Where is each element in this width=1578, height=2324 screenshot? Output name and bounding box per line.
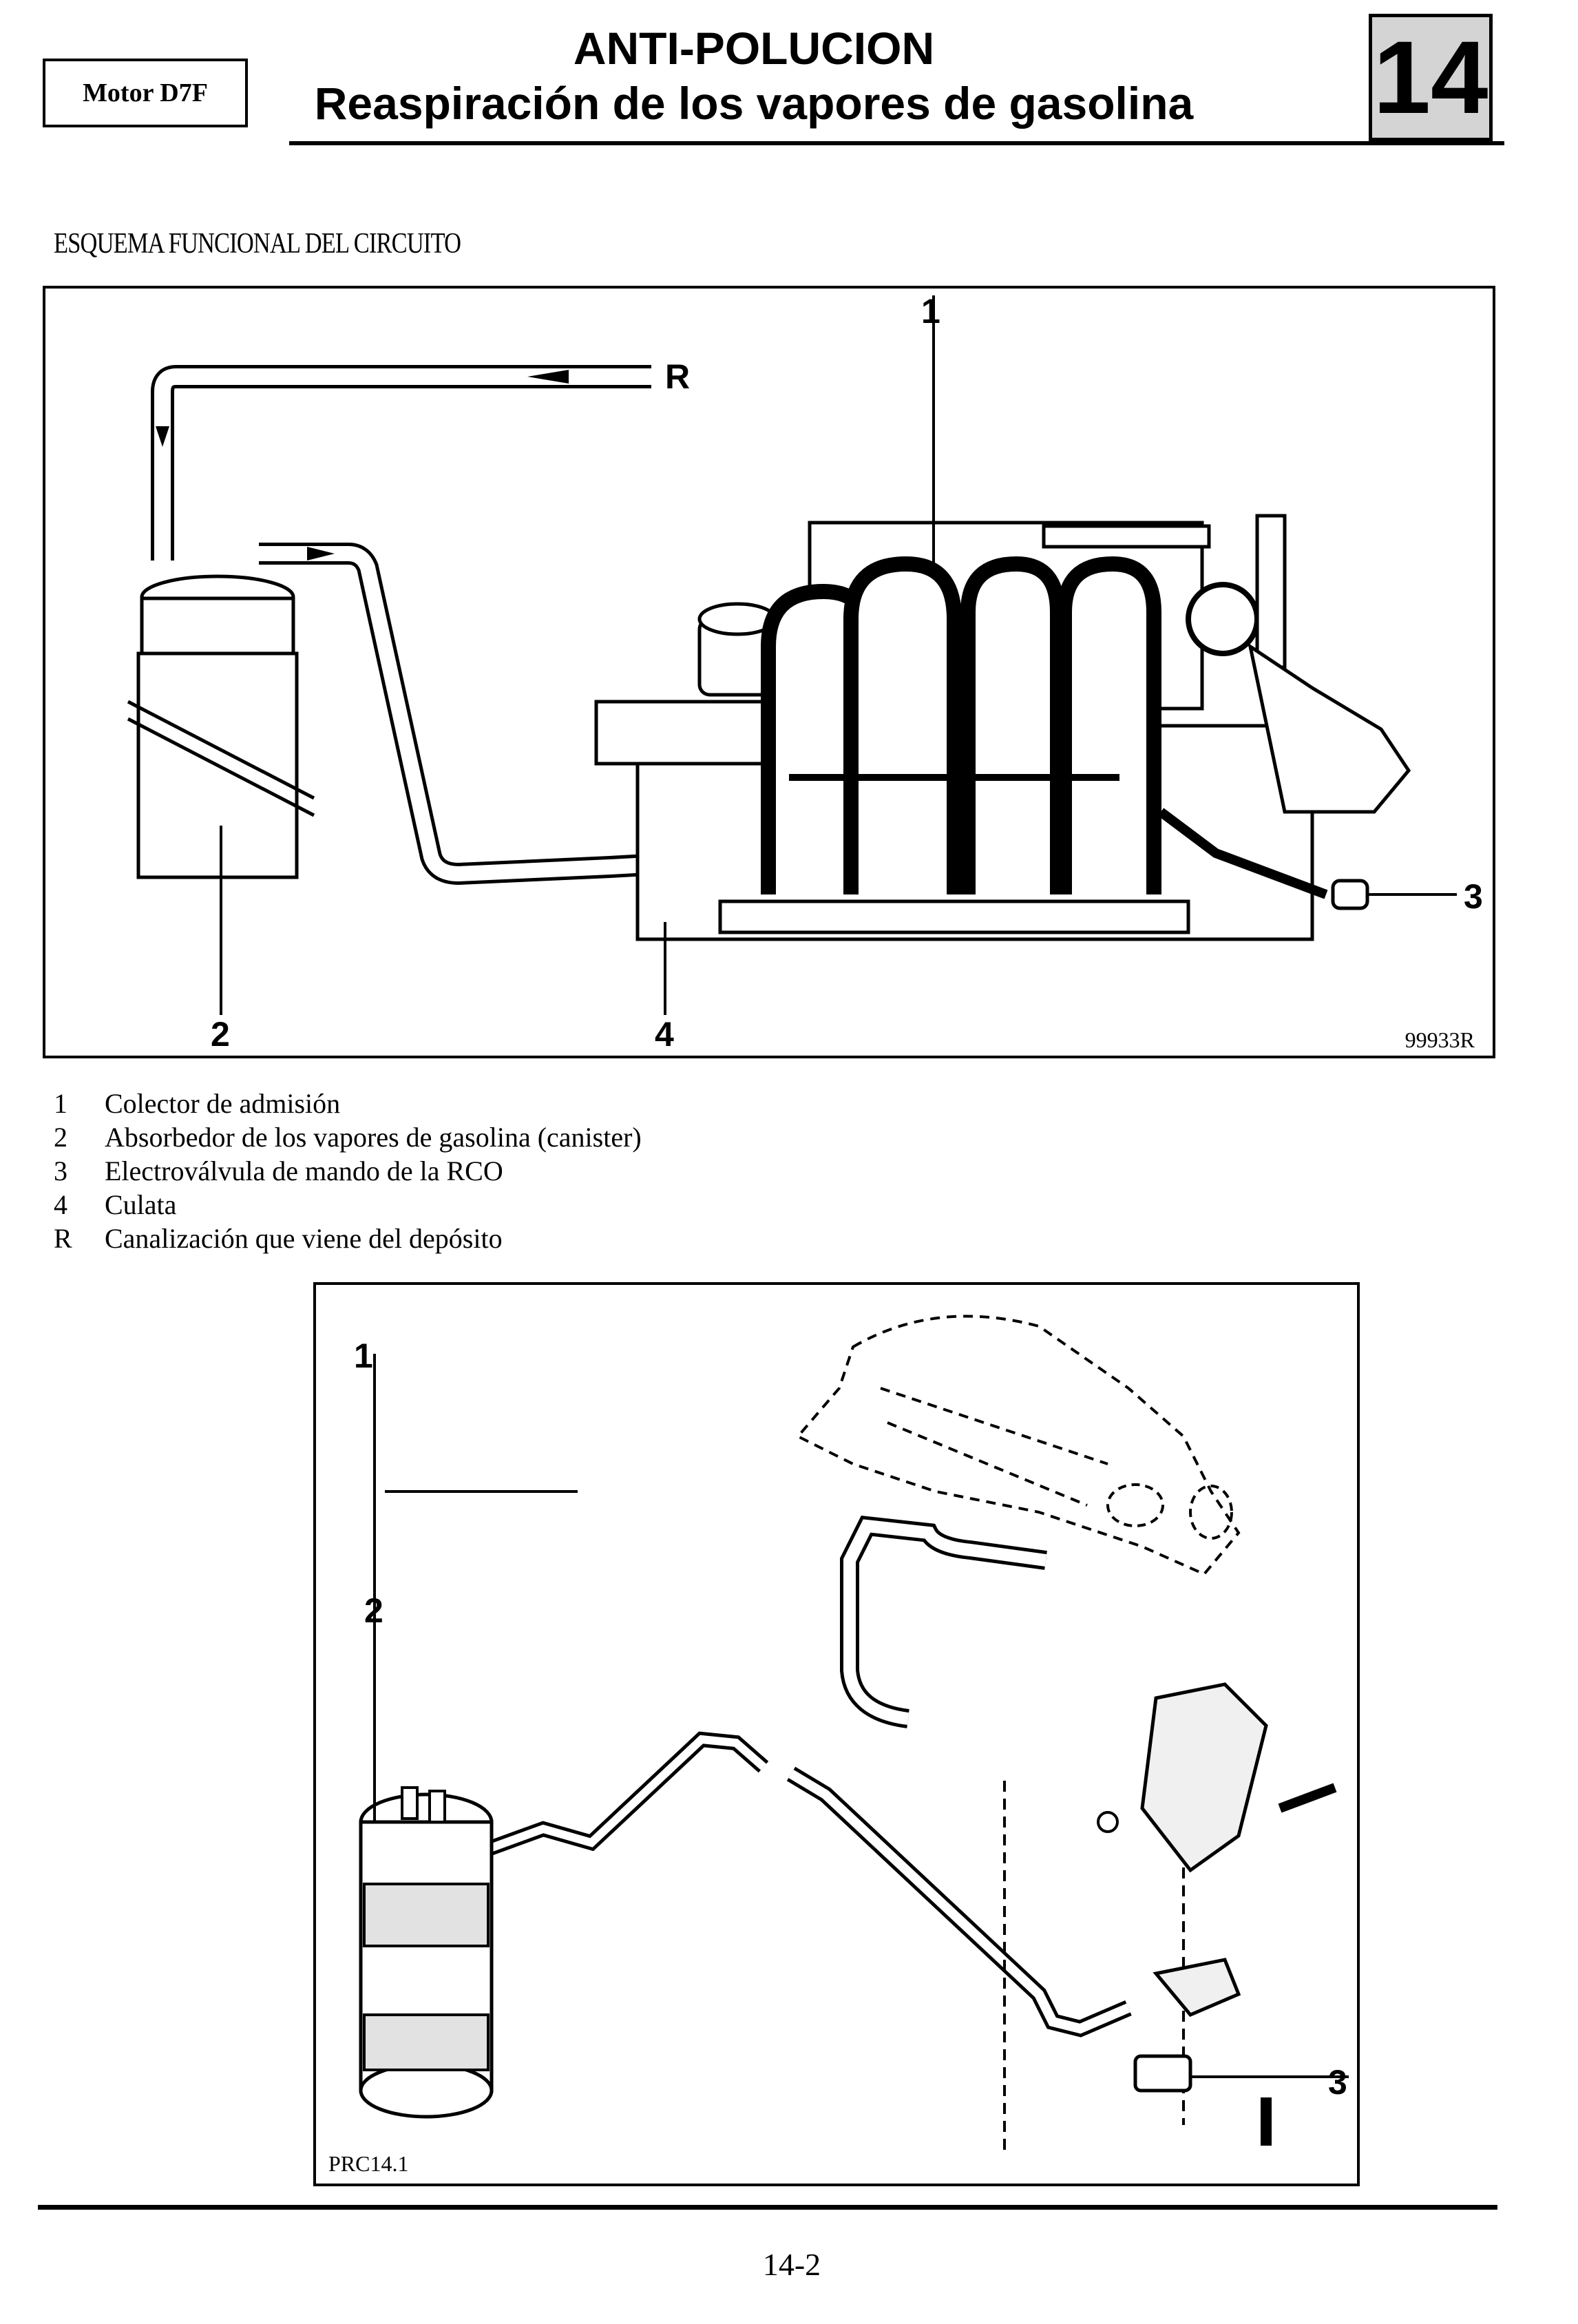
callout-3: 3 <box>1328 2063 1347 2102</box>
legend-text: Electroválvula de mando de la RCO <box>105 1155 503 1186</box>
section-title: ESQUEMA FUNCIONAL DEL CIRCUITO <box>54 228 461 260</box>
engine-label: Motor D7F <box>43 59 248 127</box>
callout-4: 4 <box>655 1015 674 1054</box>
legend-item: 1 Colector de admisión <box>54 1087 642 1120</box>
callout-r: R <box>665 357 690 396</box>
page-title: ANTI-POLUCION <box>573 23 935 74</box>
callout-1: 1 <box>354 1337 373 1375</box>
functional-diagram-figure: 1 2 3 4 R 99933R <box>43 286 1495 1058</box>
component-location-figure: 1 2 3 PRC14.1 <box>313 1282 1360 2186</box>
callout-1: 1 <box>921 292 940 331</box>
legend-key: 4 <box>54 1189 67 1220</box>
legend-text: Absorbedor de los vapores de gasolina (c… <box>105 1122 642 1153</box>
figure-reference: PRC14.1 <box>328 2151 409 2176</box>
legend-key: R <box>54 1223 72 1254</box>
legend-text: Colector de admisión <box>105 1088 341 1119</box>
callout-2: 2 <box>211 1015 230 1054</box>
component-location-diagram: 1 2 3 <box>354 1315 1349 2153</box>
legend-item: 2 Absorbedor de los vapores de gasolina (… <box>54 1120 642 1154</box>
legend-item: R Canalización que viene del depósito <box>54 1222 642 1255</box>
legend: 1 Colector de admisión 2 Absorbedor de los… <box>54 1087 642 1255</box>
legend-item: 4 Culata <box>54 1188 642 1222</box>
figure-reference: 99933R <box>1405 1027 1475 1052</box>
functional-diagram: 1 2 3 4 R <box>127 292 1483 1054</box>
legend-text: Culata <box>105 1189 177 1220</box>
footer-divider <box>38 2205 1497 2210</box>
chapter-number-badge: 14 <box>1369 14 1493 141</box>
callout-3: 3 <box>1464 877 1483 916</box>
page-subtitle: Reaspiración de los vapores de gasolina <box>314 78 1194 129</box>
legend-key: 1 <box>54 1088 67 1119</box>
page-number: 14-2 <box>762 2247 821 2282</box>
legend-key: 2 <box>54 1122 67 1153</box>
callout-2: 2 <box>364 1591 383 1630</box>
header-divider <box>289 141 1504 145</box>
legend-text: Canalización que viene del depósito <box>105 1223 503 1254</box>
legend-item: 3 Electroválvula de mando de la RCO <box>54 1154 642 1188</box>
legend-key: 3 <box>54 1155 67 1186</box>
